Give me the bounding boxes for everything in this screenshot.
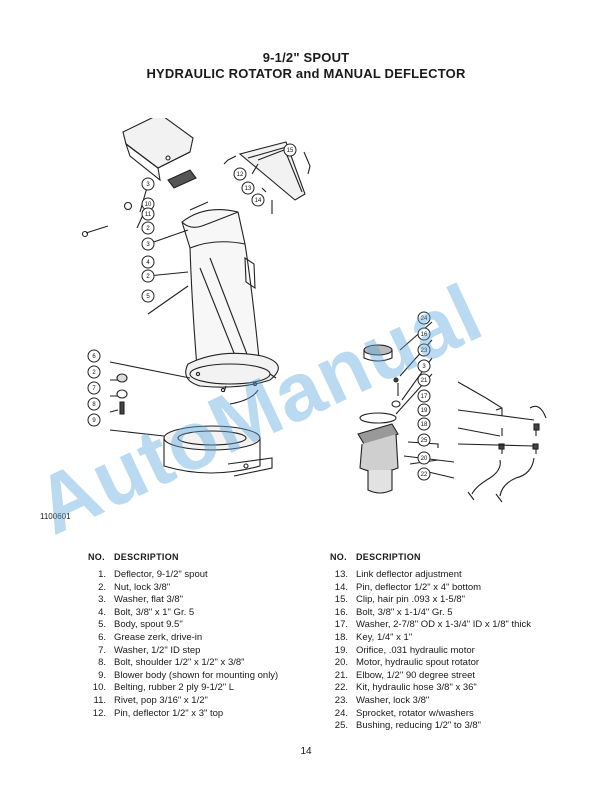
callout-10: 10 — [145, 202, 152, 208]
callout-11: 11 — [145, 212, 152, 218]
callout-24: 24 — [421, 316, 428, 322]
callout-2b: 2 — [146, 274, 150, 280]
part-row: 4.Bolt, 3/8" x 1" Gr. 5 — [98, 606, 195, 618]
parts-header-right: NO. DESCRIPTION — [330, 552, 570, 562]
blower-body-part — [163, 425, 273, 477]
part-row: 14.Pin, deflector 1/2" x 4" bottom — [334, 581, 482, 593]
page-number: 14 — [300, 746, 312, 757]
part-row: 20.Motor, hydraulic spout rotator — [334, 657, 480, 669]
figure-id: 1100601 — [40, 512, 71, 521]
part-row: 7.Washer, 1/2" ID step — [98, 644, 201, 656]
callout-17: 17 — [421, 394, 428, 400]
callout-20: 20 — [421, 456, 428, 462]
link-part — [238, 141, 306, 201]
part-row: 8.Bolt, shoulder 1/2" x 1/2" x 3/8" — [98, 657, 245, 669]
callout-4: 4 — [146, 260, 150, 266]
callout-3: 3 — [146, 182, 150, 188]
base-plate-part — [185, 352, 279, 405]
callout-5: 5 — [146, 294, 150, 300]
callout-3c: 3 — [422, 364, 426, 370]
deflector-part — [122, 118, 194, 182]
part-row: 17.Washer, 2-7/8" OD x 1-3/4" ID x 1/8" … — [334, 619, 532, 631]
callout-9: 9 — [92, 418, 96, 424]
part-row: 23.Washer, lock 3/8" — [334, 694, 430, 706]
callout-2: 2 — [146, 226, 150, 232]
header-description: DESCRIPTION — [356, 552, 421, 562]
callout-16: 16 — [421, 332, 428, 338]
part-row: 19.Orifice, .031 hydraulic motor — [334, 644, 475, 656]
spout-body-part — [181, 209, 261, 381]
callout-6: 6 — [92, 354, 96, 360]
exploded-parts-diagram: 3 10 11 2 3 4 2 5 15 12 13 14 6 2 7 8 9 … — [81, 118, 547, 503]
header-no: NO. — [330, 552, 347, 562]
part-row: 13.Link deflector adjustment — [334, 569, 462, 580]
part-row: 15.Clip, hair pin .093 x 1-5/8" — [334, 594, 465, 606]
part-row: 24.Sprocket, rotator w/washers — [334, 707, 474, 719]
parts-list-left: NO. DESCRIPTION 1.Deflector, 9-1/2" spou… — [88, 552, 318, 720]
motor-assembly-part — [357, 344, 439, 494]
callout-13: 13 — [245, 186, 252, 192]
callout-3b: 3 — [146, 242, 150, 248]
callout-14: 14 — [255, 198, 262, 204]
callout-15: 15 — [287, 148, 294, 154]
part-row: 16.Bolt, 3/8" x 1-1/4" Gr. 5 — [334, 606, 453, 618]
callout-21: 21 — [421, 378, 428, 384]
header-no: NO. — [88, 552, 105, 562]
part-row: 3.Washer, flat 3/8" — [98, 594, 184, 606]
hose-kit-part — [467, 397, 547, 503]
parts-header-left: NO. DESCRIPTION — [88, 552, 318, 562]
part-row: 9.Blower body (shown for mounting only) — [98, 669, 279, 681]
part-row: 21.Elbow, 1/2" 90 degree street — [334, 669, 476, 681]
callout-7: 7 — [92, 386, 96, 392]
part-row: 22.Kit, hydraulic hose 3/8" x 36" — [334, 682, 477, 694]
callout-19: 19 — [421, 408, 428, 414]
callout-23: 23 — [421, 348, 428, 354]
part-row: 10.Belting, rubber 2 ply 9-1/2" L — [92, 682, 235, 694]
part-row: 12.Pin, deflector 1/2" x 3" top — [92, 707, 224, 719]
callout-22: 22 — [421, 472, 428, 478]
part-row: 18.Key, 1/4" x 1" — [334, 631, 413, 643]
callout-2c: 2 — [92, 370, 96, 376]
part-row: 25.Bushing, reducing 1/2" to 3/8" — [334, 720, 482, 732]
part-row: 11.Rivet, pop 3/16" x 1/2" — [93, 694, 208, 706]
page-title: 9-1/2" SPOUT HYDRAULIC ROTATOR and MANUA… — [0, 50, 612, 82]
part-row: 1.Deflector, 9-1/2" spout — [98, 569, 208, 580]
callout-18: 18 — [421, 422, 428, 428]
title-line-1: 9-1/2" SPOUT — [262, 50, 350, 65]
header-description: DESCRIPTION — [114, 552, 179, 562]
parts-list-right: NO. DESCRIPTION 13.Link deflector adjust… — [330, 552, 570, 733]
part-row: 6.Grease zerk, drive-in — [98, 631, 203, 643]
callout-25: 25 — [421, 438, 428, 444]
part-row: 2.Nut, lock 3/8" — [98, 581, 171, 593]
part-row: 5.Body, spout 9.5" — [98, 619, 183, 631]
belting-part — [167, 169, 197, 189]
title-line-2: HYDRAULIC ROTATOR and MANUAL DEFLECTOR — [146, 66, 466, 81]
callout-8: 8 — [92, 402, 96, 408]
callout-12: 12 — [237, 172, 244, 178]
